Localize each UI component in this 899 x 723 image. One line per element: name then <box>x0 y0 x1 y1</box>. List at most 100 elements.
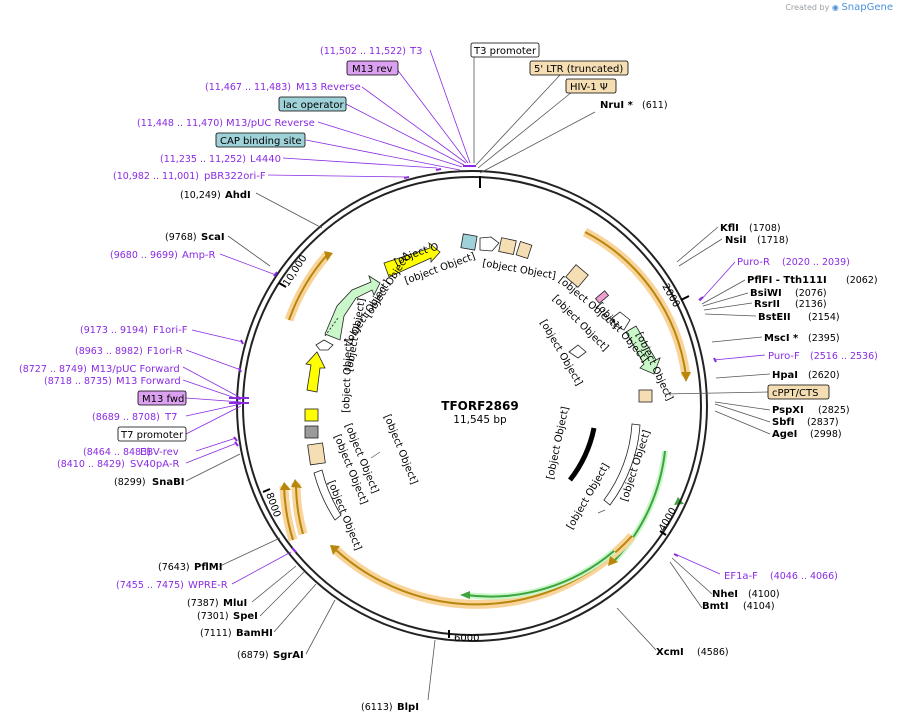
feature-ef1a-promoter <box>603 423 641 506</box>
label-ef1a-intron: [object Object] <box>545 406 571 481</box>
primer-pos-f1ori-f: (9173 .. 9194) <box>80 325 148 336</box>
feature-ori <box>383 241 441 278</box>
feature-rre <box>565 264 589 288</box>
site-pos-sbfi: (2837) <box>807 417 839 428</box>
box-t7-promoter <box>117 426 187 442</box>
box-m13-fwd <box>137 390 187 406</box>
feature-lac-promoter-box <box>460 233 478 251</box>
site-bmti: BmtI <box>702 601 729 612</box>
site-nsii: NsiI <box>725 235 746 246</box>
primer-pos-l4440: (11,235 .. 11,252) <box>160 154 246 165</box>
credit-prefix: Created by <box>785 3 830 12</box>
plasmid-name: TFORF2869 <box>441 399 518 413</box>
primer-ebv-rev: EBV-rev <box>140 447 179 458</box>
site-pos-ahdi: (10,249) <box>180 190 221 201</box>
svg-text:HIV-1 Ψ: HIV-1 Ψ <box>570 82 608 93</box>
site-pos-xcmi: (4586) <box>697 647 729 658</box>
feature-factor-xa-box <box>304 425 319 439</box>
box-hiv1-psi <box>565 78 617 94</box>
primer-pos-m13-forward: (8718 .. 8735) <box>44 376 112 387</box>
feature-sv40-promoter-2 <box>568 344 587 359</box>
credit-brand: SnapGene <box>841 2 893 13</box>
primer-pos-t7: (8689 .. 8708) <box>92 412 160 423</box>
site-nrui: NruI * <box>600 100 634 111</box>
primer-m13puc-forward: M13/pUC Forward <box>91 364 180 375</box>
feature-ef1a-intron <box>568 427 597 482</box>
site-xcmi: XcmI <box>656 647 684 658</box>
backbone-outer-ring <box>236 170 708 642</box>
site-pos-snabi: (8299) <box>114 477 146 488</box>
primer-pos-f1ori-r: (8963 .. 8982) <box>75 346 143 357</box>
site-hpai: HpaI <box>772 370 798 381</box>
primer-pos-wpre-r: (7455 .. 7475) <box>116 580 184 591</box>
primer-pos-m13puc-forward: (8727 .. 8749) <box>19 364 87 375</box>
site-bsteii: BstEII <box>758 312 791 323</box>
site-bsiwi: BsiWI <box>750 288 782 299</box>
site-pflmi: PflMI <box>194 562 222 573</box>
svg-text:5' LTR (truncated): 5' LTR (truncated) <box>534 64 623 75</box>
tick-marks <box>262 282 690 638</box>
feature-gp41 <box>594 290 610 304</box>
primer-marks <box>229 165 717 557</box>
label-factor-xa: [object Object] <box>381 413 419 486</box>
snapgene-credit: Created by ◉ SnapGene <box>785 2 893 13</box>
primer-ef1a-f: EF1a-F <box>724 571 758 582</box>
site-pos-nhei: (4100) <box>748 589 780 600</box>
label-rsv-promoter: [object Object] <box>481 258 556 282</box>
feature-f1-ori-box <box>304 408 319 422</box>
plasmid-length: 11,545 bp <box>453 414 507 426</box>
label-kozak: [object Object] <box>565 462 612 532</box>
box-cap-binding-site <box>215 132 306 148</box>
svg-text:T7 promoter: T7 promoter <box>120 430 184 441</box>
site-pos-msci: (2395) <box>808 333 840 344</box>
site-pos-bmti: (4104) <box>743 601 775 612</box>
feature-sv40-promoter-1 <box>611 311 631 331</box>
primer-t7: T7 <box>164 412 177 423</box>
svg-text:M13 fwd: M13 fwd <box>142 394 184 405</box>
box-lac-operator <box>278 96 347 112</box>
tick-6000: 6000 <box>454 633 479 644</box>
svg-text:M13 rev: M13 rev <box>352 64 393 75</box>
primer-pos-puro-r: (2020 .. 2039) <box>782 257 850 268</box>
tick-4000: 4000 <box>657 506 679 534</box>
site-kfli: KflI <box>720 223 739 234</box>
inner-features <box>304 233 661 521</box>
feature-ltr-box <box>498 237 517 255</box>
primer-pos-m13puc-reverse: (11,448 .. 11,470) <box>137 118 223 129</box>
primer-pos-pbr322ori: (10,982 .. 11,001) <box>113 171 199 182</box>
box-m13-rev <box>346 60 399 76</box>
backbone <box>236 170 708 642</box>
svg-text:CAP binding site: CAP binding site <box>220 136 302 147</box>
site-mlui: MluI <box>223 598 247 609</box>
site-pos-pflmi: (7643) <box>158 562 190 573</box>
primer-pos-m13-reverse: (11,467 .. 11,483) <box>205 82 291 93</box>
primer-puro-r: Puro-R <box>737 257 770 268</box>
site-rsrii: RsrII <box>754 299 780 310</box>
primer-t3: T3 <box>409 46 422 57</box>
feature-puror <box>625 325 661 375</box>
primer-pos-ef1a-f: (4046 .. 4066) <box>770 571 838 582</box>
site-pos-bsteii: (2154) <box>808 312 840 323</box>
leader-lines <box>182 49 771 701</box>
primer-sv40pa-r: SV40pA-R <box>130 459 179 470</box>
site-snabi: SnaBI <box>152 477 184 488</box>
site-pos-scai: (9768) <box>165 232 197 243</box>
site-pos-nrui: (611) <box>642 100 668 111</box>
snapgene-logo-icon: ◉ <box>831 3 839 12</box>
site-scai: ScaI <box>201 232 225 243</box>
feature-sv40-polya-box <box>307 442 326 466</box>
svg-text:cPPT/CTS: cPPT/CTS <box>772 388 818 399</box>
backbone-inner-ring <box>242 176 702 636</box>
primer-pos-ebv-rev: (8464 .. 8483) <box>83 447 151 458</box>
primer-wpre-r: WPRE-R <box>188 580 228 591</box>
site-pos-pflfi: (2062) <box>846 275 878 286</box>
feature-wpre <box>313 469 342 521</box>
site-msci: MscI * <box>764 333 799 344</box>
primer-l4440: L4440 <box>250 154 281 165</box>
site-pos-bamhi: (7111) <box>200 628 232 639</box>
site-ahdi: AhdI <box>225 190 251 201</box>
site-bamhi: BamHI <box>236 628 273 639</box>
primer-f1ori-f: F1ori-F <box>153 325 188 336</box>
box-t3-promoter <box>470 42 540 58</box>
feature-ampr-promoter <box>315 339 334 351</box>
